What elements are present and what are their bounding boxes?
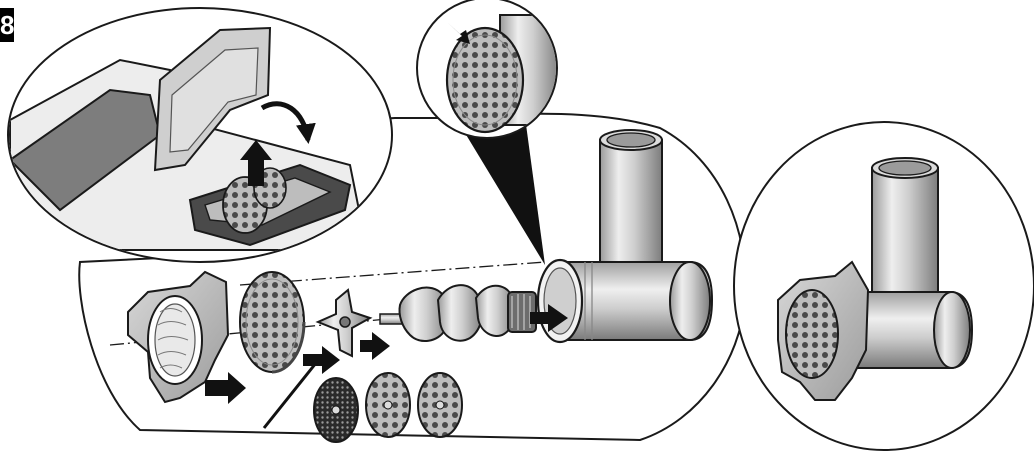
- arrow-up-icon: [240, 140, 272, 186]
- step-number-badge: 8: [0, 8, 14, 42]
- disc-detail: [445, 26, 525, 134]
- assembled-grinder-callout: [733, 121, 1034, 451]
- grinder-housing: [536, 129, 714, 344]
- rotate-arrow-icon: [260, 101, 316, 144]
- feed-screw-auger: [379, 284, 537, 342]
- perforated-disc-coarse: [417, 372, 463, 438]
- assembled-disc: [785, 289, 839, 379]
- cutting-blade: [315, 288, 373, 358]
- storage-compartment-callout: [7, 7, 393, 263]
- arrow-right-icon: [303, 346, 340, 374]
- perforated-disc-medium: [239, 271, 306, 374]
- arrow-right-icon: [205, 372, 246, 404]
- arrow-right-icon: [360, 332, 390, 360]
- perforated-disc-medium-alt: [365, 372, 411, 438]
- arrow-right-icon: [530, 304, 568, 332]
- ring-nut: [127, 270, 230, 404]
- assembly-arrows: [205, 304, 568, 429]
- pointer-arrow-icon: [262, 357, 322, 429]
- alternative-discs: [313, 372, 463, 443]
- disc-notch-callout: [416, 0, 558, 265]
- perforated-disc-fine: [313, 377, 359, 443]
- pointer-arrow-icon: [447, 22, 470, 44]
